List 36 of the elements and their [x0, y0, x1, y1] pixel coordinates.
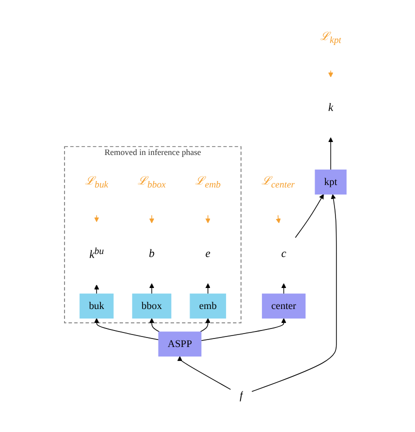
arrow	[328, 137, 334, 170]
node-box	[262, 294, 306, 319]
node-text: b	[148, 247, 155, 260]
node-text: ℒ$_{buk}$	[84, 174, 108, 190]
arrow	[149, 214, 154, 224]
node-text: ℒ$_{bbox}$	[138, 174, 166, 190]
arrow	[94, 284, 100, 294]
node-box	[132, 294, 172, 319]
arrow	[149, 283, 154, 294]
arrow	[200, 318, 286, 341]
arrow	[205, 283, 210, 294]
node-text: c	[281, 247, 286, 260]
node-text: ℒ$_{kpt}$	[320, 30, 342, 46]
node-box	[190, 294, 226, 319]
diagram: Removed in inference phase ℒ$_{kpt}$ k ℒ$_{buk}$ ℒ$_{bbox}$ ℒ$_{emb}$ ℒ$_{center}$ kpt k$^{bu}$ b e c buk bbox emb center ASPP f	[60, 2, 355, 430]
node-text: ℒ$_{emb}$	[195, 174, 221, 190]
node-text: e	[205, 247, 210, 260]
node-box	[80, 294, 114, 319]
node-box	[158, 332, 202, 357]
node-text: ℒ$_{center}$	[261, 174, 295, 190]
arrow	[149, 318, 160, 332]
arrow	[276, 214, 281, 224]
arrow	[94, 214, 100, 222]
arrow	[177, 356, 231, 390]
arrow	[200, 318, 210, 332]
node-text: f	[240, 389, 243, 402]
arrow	[281, 283, 286, 294]
cluster	[64, 146, 242, 324]
arrow	[295, 194, 324, 238]
arrow	[205, 214, 210, 224]
node-box	[314, 170, 347, 195]
arrow	[94, 318, 159, 340]
arrow	[328, 70, 334, 78]
node-text: k	[328, 101, 334, 114]
arrow	[252, 194, 337, 392]
node-text: k$^{bu}$	[89, 245, 104, 261]
